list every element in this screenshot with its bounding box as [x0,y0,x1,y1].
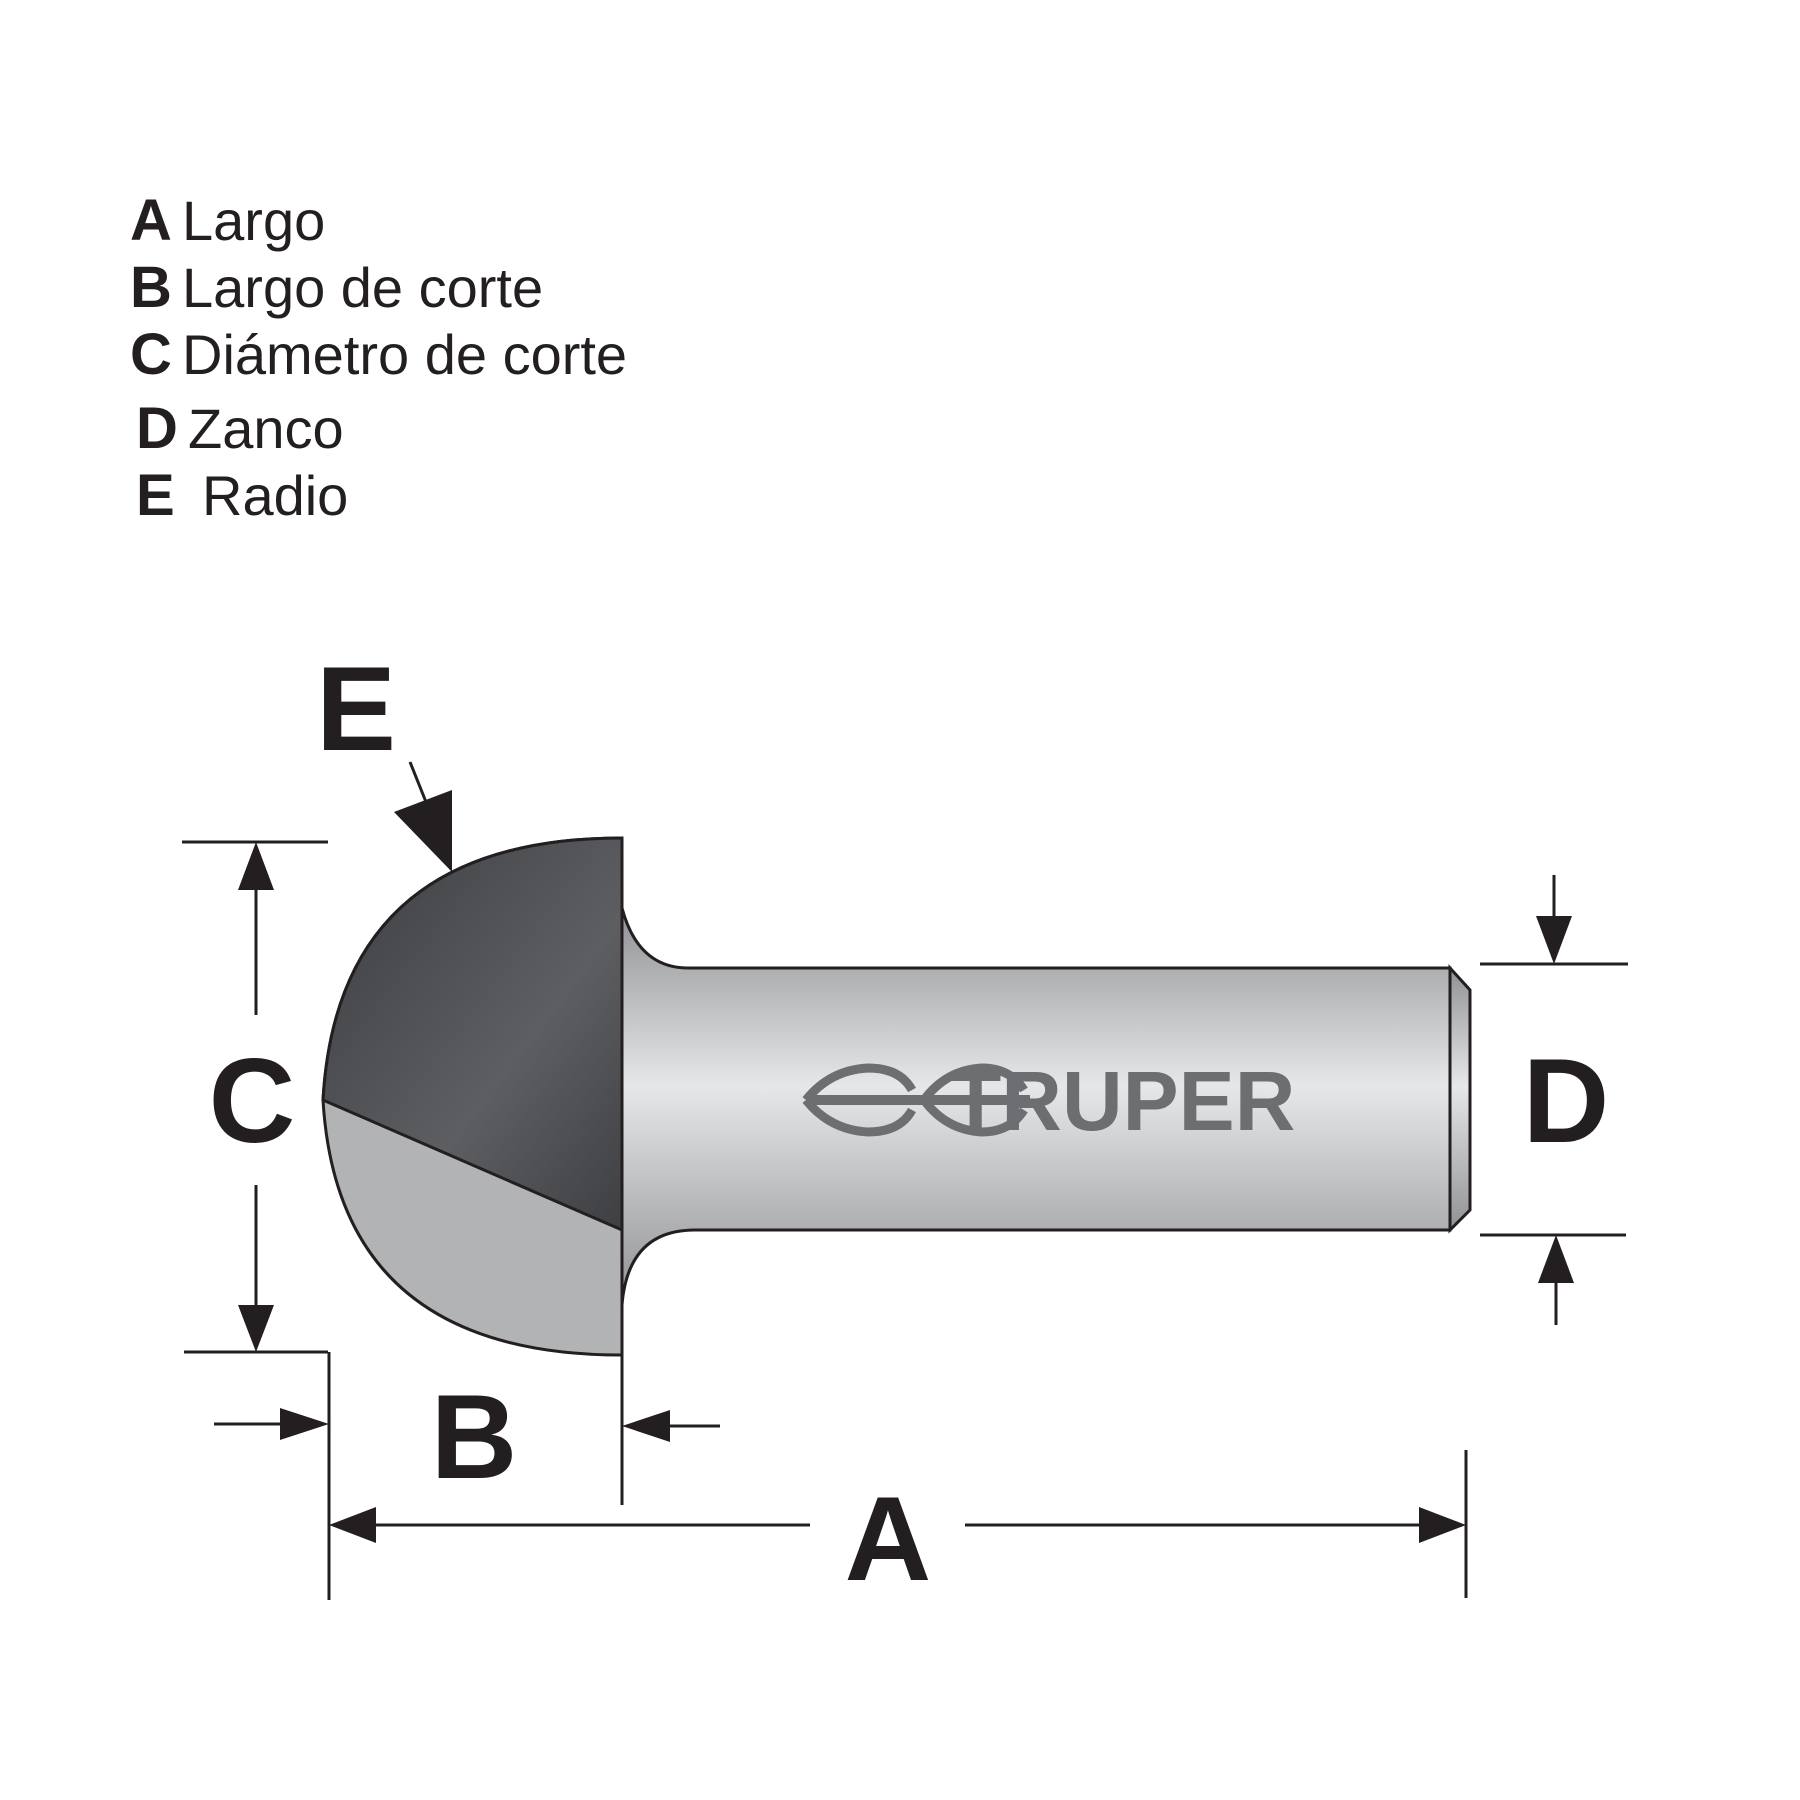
legend-label-e: Radio [202,464,348,527]
legend-label-a: Largo [182,189,325,252]
dimension-b: B [214,1352,720,1600]
router-bit-cutter-head [321,836,624,1357]
legend-item-d: D Zanco [136,396,344,461]
dimension-label-a: A [845,1472,932,1606]
legend-letter-b: B [130,255,172,320]
truper-logo-symbol [802,1063,1030,1137]
legend-label-b: Largo de corte [182,256,543,319]
truper-logo: TRUPER [802,1054,1295,1148]
dimension-e: E [316,642,452,872]
dimension-c: C [182,840,328,1354]
legend-item-b: B Largo de corte [130,255,543,320]
legend-item-c: C Diámetro de corte [130,322,627,387]
truper-logo-text: TRUPER [950,1054,1295,1148]
dimension-label-b: B [431,1370,518,1504]
dimension-label-e: E [316,642,396,776]
dimension-d: D [1480,875,1628,1325]
legend-label-d: Zanco [188,397,344,460]
dimension-label-d: D [1523,1034,1610,1168]
router-bit-shank [620,907,1472,1306]
legend-label-c: Diámetro de corte [182,323,627,386]
legend-item-e: E Radio [136,463,348,528]
legend: A Largo B Largo de corte C Diámetro de c… [130,188,627,528]
legend-item-a: A Largo [130,188,325,253]
dimension-a: A [329,1450,1468,1606]
legend-letter-c: C [130,322,172,387]
dimension-label-c: C [209,1034,296,1168]
legend-letter-a: A [130,188,172,253]
legend-letter-d: D [136,396,178,461]
legend-letter-e: E [136,463,175,528]
